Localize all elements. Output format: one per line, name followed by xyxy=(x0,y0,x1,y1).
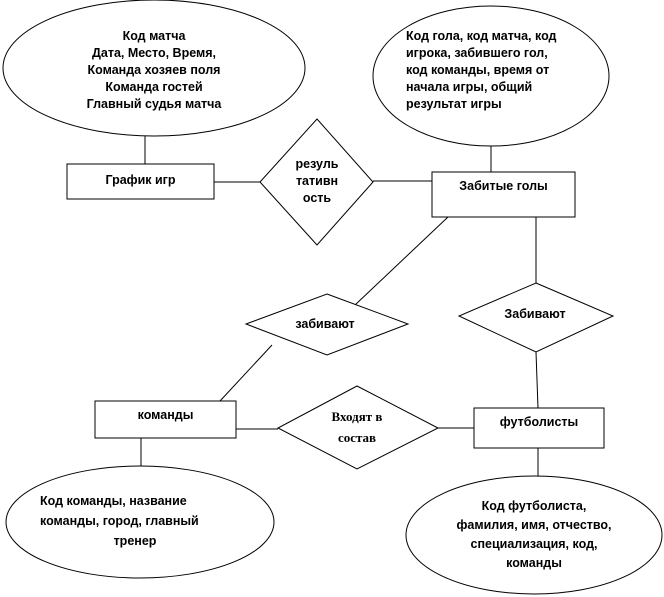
attribute-line: код команды, время от xyxy=(406,63,550,77)
attribute-line: игрока, забившего гол, xyxy=(406,46,548,60)
teams-attributes-text: Код команды, название команды, город, гл… xyxy=(40,491,240,551)
players-entity-label: футболисты xyxy=(499,415,579,429)
attribute-line: результат игры xyxy=(406,97,502,111)
players-entity-box xyxy=(473,407,605,449)
attribute-line: тренер xyxy=(113,534,157,548)
attribute-line: начала игры, общий xyxy=(406,80,533,94)
membership-relationship-label: Входят в состав xyxy=(307,406,407,448)
players-score-relationship-label: Забивают xyxy=(504,307,566,321)
attribute-line: Главный судья матча xyxy=(86,97,222,111)
connector-goals-teams-score xyxy=(354,216,449,306)
teams-attributes-ellipse xyxy=(5,465,275,579)
schedule-attributes-ellipse xyxy=(2,0,306,137)
players-attributes-text: Код футболиста, фамилия, имя, отчество, … xyxy=(444,497,624,573)
attribute-line: Код гола, код матча, код xyxy=(406,29,557,43)
teams-score-relationship-label: забивают xyxy=(295,317,355,331)
goals-attributes-text: Код гола, код матча, код игрока, забивше… xyxy=(406,28,596,113)
attribute-line: Дата, Место, Время, xyxy=(91,46,217,60)
result-relationship-diamond xyxy=(259,118,374,246)
players-attributes-ellipse xyxy=(405,475,663,595)
relationship-line: Входят в xyxy=(331,409,383,424)
result-relationship-label: резуль тативн ость xyxy=(277,156,357,207)
teams-entity-box xyxy=(94,400,237,439)
attribute-line: команды xyxy=(506,556,562,570)
attribute-line: специализация, код, xyxy=(470,537,598,551)
relationship-line: резуль xyxy=(295,157,339,171)
connectors xyxy=(140,136,539,477)
attribute-line: Код матча xyxy=(122,29,186,43)
players-score-relationship-diamond xyxy=(457,282,615,353)
attribute-line: фамилия, имя, отчество, xyxy=(456,518,612,532)
teams-entity-label: команды xyxy=(137,408,194,422)
membership-relationship-diamond xyxy=(276,385,440,470)
relationship-line: состав xyxy=(337,430,377,445)
relationship-line: тативн xyxy=(295,174,339,188)
attribute-line: Команда гостей xyxy=(105,80,203,94)
relationship-line: ость xyxy=(302,191,332,205)
teams-score-relationship-diamond xyxy=(244,293,410,356)
attribute-line: команды, город, главный xyxy=(40,514,199,528)
attribute-line: Код команды, название xyxy=(40,494,187,508)
schedule-attributes-text: Код матча Дата, Место, Время, Команда хо… xyxy=(34,28,274,113)
connector-players-score-players xyxy=(535,351,539,409)
goals-entity-box xyxy=(431,171,576,218)
schedule-entity-label: График игр xyxy=(105,173,176,187)
attribute-line: Команда хозяев поля xyxy=(87,63,221,77)
schedule-entity-box xyxy=(66,163,215,200)
attribute-line: Код футболиста, xyxy=(481,499,587,513)
connector-teams-score-teams xyxy=(219,344,273,402)
goals-entity-label: Забитые голы xyxy=(459,179,548,193)
goals-attributes-ellipse xyxy=(372,5,610,147)
